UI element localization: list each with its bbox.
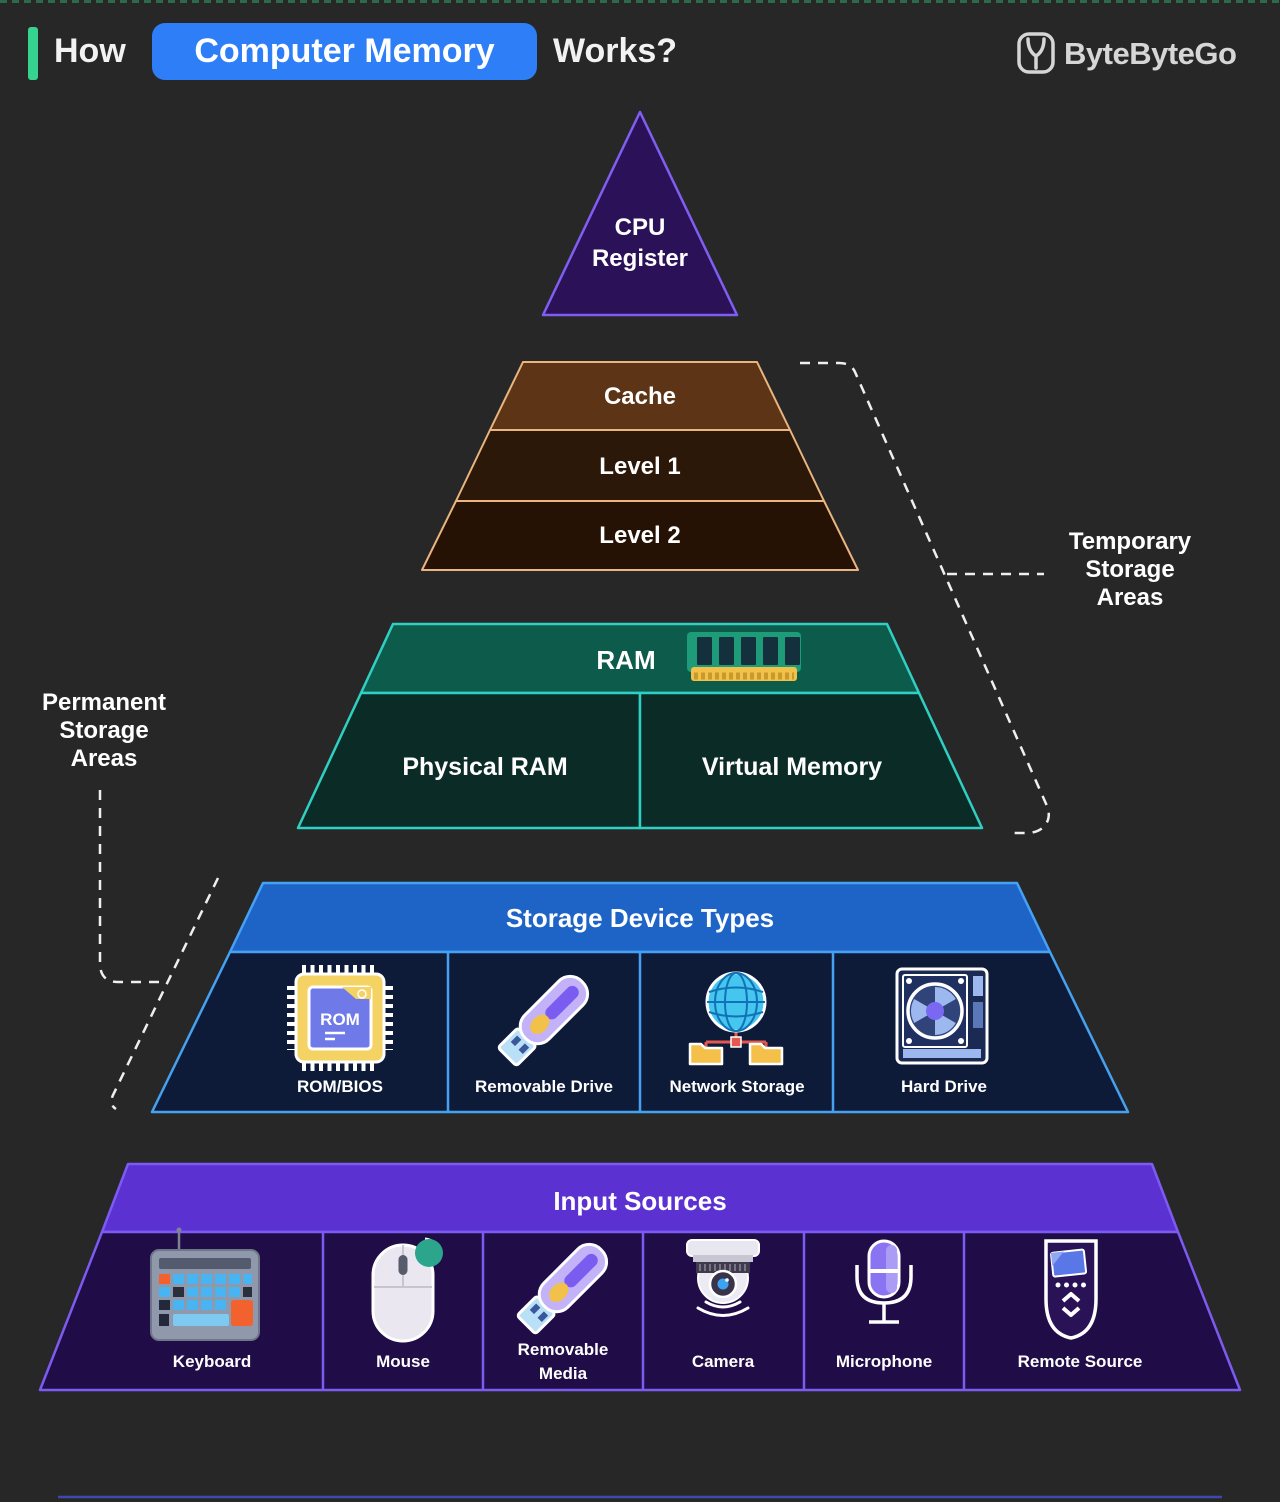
ram-label: RAM: [596, 645, 656, 675]
title-accent-bar: [28, 27, 38, 80]
permanent-connector-diagonal: [110, 877, 220, 1111]
virtual-memory-label: Virtual Memory: [701, 753, 883, 781]
ram-stick-icon: [687, 632, 801, 681]
input-item-label: Keyboard: [172, 1352, 252, 1371]
microphone-icon: [855, 1239, 913, 1324]
brand-name: ByteByteGo: [1064, 36, 1237, 71]
removable-drive-icon: [497, 974, 590, 1067]
title-highlight-pill: Computer Memory: [152, 23, 537, 80]
permanent-connector-line: [98, 790, 163, 984]
storage-item-label: Hard Drive: [901, 1077, 987, 1096]
physical-ram-label: Physical RAM: [402, 753, 568, 781]
input-item-label: Removable Media: [517, 1340, 609, 1383]
hard-drive-icon: [895, 967, 989, 1065]
cpu-register-label: CPU Register: [591, 214, 689, 272]
cache-trapezoid: [421, 361, 859, 571]
storage-item-label: Removable Drive: [475, 1077, 613, 1096]
removable-media-icon: [516, 1242, 609, 1335]
input-body: [38, 1230, 1242, 1392]
storage-item-label: ROM/BIOS: [297, 1077, 383, 1096]
network-storage-icon: [688, 971, 784, 1066]
storage-trapezoid: [150, 881, 1130, 1114]
input-item-label: Camera: [691, 1352, 755, 1371]
cache-level1-label: Level 1: [599, 453, 681, 480]
camera-icon: [686, 1239, 760, 1317]
input-item-label: Microphone: [835, 1352, 933, 1371]
temporary-connector-line: [800, 361, 1050, 835]
title-highlight-text: Computer Memory: [194, 32, 495, 70]
rom-bios-icon: ROM: [287, 965, 393, 1071]
storage-title: Storage Device Types: [505, 903, 775, 933]
remote-source-icon: [1044, 1239, 1098, 1340]
mouse-icon: [371, 1237, 443, 1343]
virtual-memory-cell: [638, 691, 984, 830]
cpu-register-triangle: [541, 110, 739, 317]
input-trapezoid: [38, 1162, 1242, 1392]
keyboard-icon: [150, 1227, 260, 1341]
rom-chip-text: ROM: [320, 1010, 360, 1029]
title-prefix: How: [54, 32, 126, 70]
input-item-label: Remote Source: [1017, 1352, 1143, 1371]
bytebytego-logo-icon: [1017, 32, 1055, 74]
input-item-label: Mouse: [376, 1352, 430, 1371]
storage-item-label: Network Storage: [669, 1077, 805, 1096]
temporary-storage-label: Temporary Storage Areas: [1068, 528, 1192, 611]
cache-level2-band: [421, 500, 859, 571]
cache-level2-label: Level 2: [599, 522, 681, 549]
permanent-storage-label: Permanent Storage Areas: [41, 689, 167, 772]
title-suffix: Works?: [553, 32, 678, 70]
cache-label: Cache: [603, 383, 677, 410]
input-title: Input Sources: [553, 1186, 727, 1216]
